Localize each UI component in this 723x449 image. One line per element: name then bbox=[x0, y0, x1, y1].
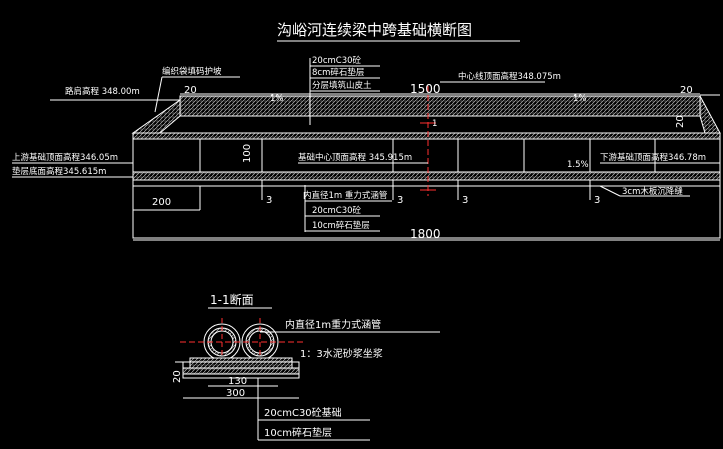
slope-right: 1% bbox=[573, 94, 587, 104]
dim-1800: 1800 bbox=[410, 227, 441, 241]
dim-20-right: 20 bbox=[680, 85, 693, 96]
cushion-bottom-label: 垫层底面高程345.615m bbox=[12, 166, 106, 177]
section-base-label: 20cmC30砼基础 bbox=[264, 406, 342, 419]
section-mortar-label: 1：3水泥砂浆坐浆 bbox=[300, 347, 383, 360]
downstream-top-label: 下游基础顶面高程346.78m bbox=[600, 152, 706, 163]
road-surface-layer bbox=[179, 95, 701, 117]
section-title: 1-1断面 bbox=[210, 292, 254, 307]
section-dim-130: 130 bbox=[228, 376, 247, 387]
foundation-center-elevation: 基础中心顶面高程 345.915m bbox=[298, 152, 412, 163]
slope-left: 1% bbox=[270, 94, 284, 104]
svg-text:8cm碎石垫层: 8cm碎石垫层 bbox=[312, 67, 364, 78]
dim-20-left: 20 bbox=[184, 85, 197, 96]
svg-text:20cmC30砼: 20cmC30砼 bbox=[312, 205, 362, 216]
dim-20-vertical: 20 bbox=[675, 115, 686, 128]
top-concrete-band bbox=[132, 132, 721, 140]
settlement-joints bbox=[199, 139, 656, 200]
section-mark-top: 1 bbox=[432, 119, 437, 129]
dim-100: 100 bbox=[242, 144, 253, 163]
settlement-board-label: 3cm木板沉降缝 bbox=[622, 186, 683, 197]
svg-text:20cmC30砼: 20cmC30砼 bbox=[312, 55, 362, 66]
bottom-concrete-band bbox=[132, 171, 721, 181]
slope-protection-label: 编织袋填码护坡 bbox=[162, 66, 222, 77]
svg-text:3: 3 bbox=[594, 195, 600, 206]
dim-200: 200 bbox=[152, 197, 171, 208]
section-dim-300: 300 bbox=[226, 388, 245, 399]
svg-text:内直径1m 重力式涵管: 内直径1m 重力式涵管 bbox=[303, 190, 387, 201]
gravel-cushion bbox=[182, 367, 300, 375]
section-cushion-label: 10cm碎石垫层 bbox=[264, 426, 332, 439]
road-elevation-label: 路肩高程 348.00m bbox=[65, 86, 140, 97]
section-dim-20: 20 bbox=[172, 370, 183, 383]
svg-text:分层填筑山皮土: 分层填筑山皮土 bbox=[312, 80, 372, 91]
right-slope-protection bbox=[699, 95, 721, 134]
svg-text:3: 3 bbox=[266, 195, 272, 206]
surface-layer-labels: 20cmC30砼 8cm碎石垫层 分层填筑山皮土 bbox=[309, 55, 380, 125]
svg-text:10cm碎石垫层: 10cm碎石垫层 bbox=[312, 220, 370, 231]
slope-1-5: 1.5% bbox=[567, 160, 589, 170]
svg-text:3: 3 bbox=[462, 195, 468, 206]
drawing-title: 沟峪河连续梁中跨基础横断图 bbox=[277, 21, 472, 39]
dim-1500: 1500 bbox=[410, 82, 441, 96]
section-pipe-label: 内直径1m重力式涵管 bbox=[285, 318, 381, 331]
joint-width-marks: 3 3 3 3 bbox=[266, 195, 600, 206]
culvert-pipes bbox=[203, 323, 279, 361]
svg-text:3: 3 bbox=[397, 195, 403, 206]
mortar-bed bbox=[189, 357, 293, 369]
lower-layer-labels: 内直径1m 重力式涵管 20cmC30砼 10cm碎石垫层 bbox=[303, 185, 392, 232]
upstream-top-label: 上游基础顶面高程346.05m bbox=[12, 152, 118, 163]
center-top-elevation: 中心线顶面高程348.075m bbox=[458, 71, 561, 82]
